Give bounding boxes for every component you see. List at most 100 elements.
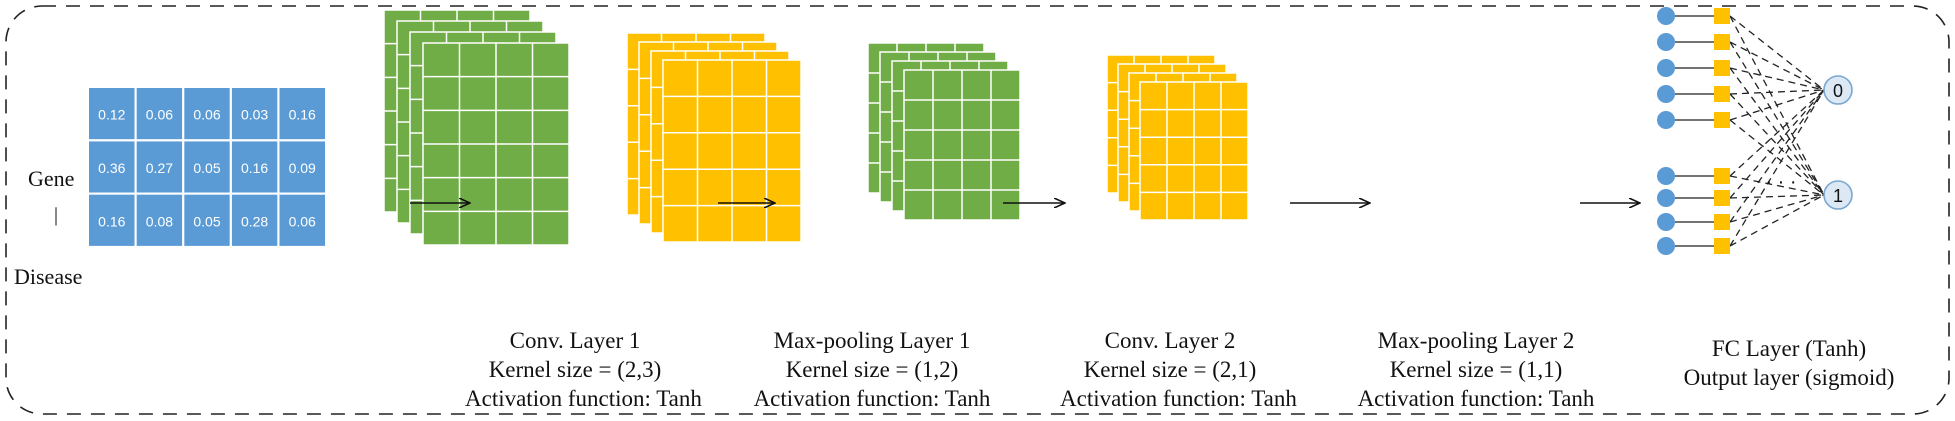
fc-connection — [1729, 89, 1825, 247]
fc-input-node — [1657, 59, 1675, 77]
input-matrix: 0.12 0.06 0.06 0.03 0.16 0.36 0.27 0.05 0.16 0.09… — [87, 86, 327, 248]
input-cell-value: 0.06 — [146, 107, 173, 123]
input-cell-value: 0.27 — [146, 160, 173, 176]
fc-hidden-node — [1714, 34, 1730, 50]
output-node-1-label: 1 — [1833, 186, 1843, 206]
input-cell-value: 0.05 — [193, 160, 220, 176]
caption-conv-layer-2: Conv. Layer 2 Kernel size = (2,1) Activa… — [1060, 326, 1297, 413]
input-cell — [277, 192, 327, 248]
fc-unit — [1657, 237, 1730, 255]
fc-input-node — [1657, 85, 1675, 103]
conv-layer-2-stack — [867, 42, 1021, 221]
input-cell-value: 0.16 — [289, 107, 316, 123]
maxpool-layer-2-stack — [1106, 54, 1249, 221]
input-label-separator: | — [54, 204, 59, 226]
fc-hidden-node — [1714, 86, 1730, 102]
output-node-1: 1 — [1823, 180, 1853, 210]
caption-fc-layer: FC Layer (Tanh) Output layer (sigmoid) — [1674, 334, 1904, 392]
fc-connection-lines — [1729, 15, 1825, 247]
feature-map-sheet — [903, 69, 1021, 221]
feature-map-sheet — [422, 42, 570, 246]
fc-unit — [1657, 167, 1730, 185]
fc-unit — [1657, 33, 1730, 51]
fc-input-node — [1657, 111, 1675, 129]
fc-input-node — [1657, 189, 1675, 207]
caption-conv2-line2: Kernel size = (2,1) — [1083, 357, 1257, 382]
input-cell-value: 0.08 — [146, 213, 173, 229]
fc-ellipsis: · · · — [1765, 171, 1796, 193]
feature-map-sheet — [1139, 81, 1249, 221]
fc-hidden-node — [1714, 168, 1730, 184]
caption-conv2-line1: Conv. Layer 2 — [1104, 328, 1236, 353]
input-label-gene: Gene — [28, 166, 75, 191]
fc-hidden-node — [1714, 60, 1730, 76]
fc-connection — [1729, 89, 1825, 177]
conv-layer-1-stack — [383, 9, 570, 246]
caption-pool1-line2: Kernel size = (1,2) — [785, 357, 959, 382]
fc-input-node — [1657, 7, 1675, 25]
fc-unit — [1657, 189, 1730, 207]
fc-connection — [1729, 93, 1825, 196]
fc-hidden-node — [1714, 214, 1730, 230]
fc-connection — [1729, 89, 1825, 95]
input-cell-value: 0.36 — [98, 160, 125, 176]
dashed-frame — [5, 5, 1950, 415]
fc-unit — [1657, 59, 1730, 77]
caption-pool1-line1: Max-pooling Layer 1 — [773, 328, 971, 353]
fc-hidden-node — [1714, 238, 1730, 254]
fc-input-node — [1657, 33, 1675, 51]
fc-unit — [1657, 85, 1730, 103]
fc-input-node — [1657, 237, 1675, 255]
fc-hidden-node — [1714, 112, 1730, 128]
input-cell-value: 0.16 — [241, 160, 268, 176]
caption-maxpool-layer-1: Max-pooling Layer 1 Kernel size = (1,2) … — [752, 326, 992, 413]
caption-conv-layer-1: Conv. Layer 1 Kernel size = (2,3) Activa… — [465, 326, 702, 413]
input-cell-value: 0.06 — [193, 107, 220, 123]
caption-conv1-line3: Activation function: Tanh — [465, 386, 702, 411]
output-node-0: 0 — [1823, 75, 1853, 105]
fc-unit — [1657, 213, 1730, 231]
caption-pool2-line2: Kernel size = (1,1) — [1389, 357, 1563, 382]
input-cell-value: 0.16 — [98, 213, 125, 229]
caption-pool2-line1: Max-pooling Layer 2 — [1377, 328, 1575, 353]
fc-network: · · · 0 1 — [1657, 7, 1853, 255]
fc-connection — [1729, 67, 1825, 91]
caption-conv1-line1: Conv. Layer 1 — [509, 328, 641, 353]
caption-maxpool-layer-2: Max-pooling Layer 2 Kernel size = (1,1) … — [1356, 326, 1596, 413]
fc-hidden-node — [1714, 190, 1730, 206]
fc-nodes — [1657, 7, 1730, 255]
caption-conv2-line3: Activation function: Tanh — [1060, 386, 1297, 411]
input-cell-value: 0.28 — [241, 213, 268, 229]
caption-pool2-line3: Activation function: Tanh — [1357, 386, 1595, 411]
fc-input-node — [1657, 213, 1675, 231]
caption-conv1-line2: Kernel size = (2,3) — [488, 357, 662, 382]
input-cell-value: 0.06 — [289, 213, 316, 229]
fc-connection — [1729, 119, 1825, 196]
feature-map-sheet — [662, 59, 802, 243]
fc-connection — [1729, 41, 1825, 91]
output-node-0-label: 0 — [1833, 81, 1843, 101]
input-matrix-background — [88, 87, 326, 247]
caption-fc-line1: FC Layer (Tanh) — [1711, 336, 1867, 361]
fc-connection — [1729, 67, 1825, 196]
fc-connection — [1729, 41, 1825, 196]
fc-connection — [1729, 194, 1825, 247]
input-cell-value: 0.09 — [289, 160, 316, 176]
caption-pool1-line3: Activation function: Tanh — [753, 386, 991, 411]
input-cell-value: 0.12 — [98, 107, 125, 123]
fc-unit — [1657, 7, 1730, 25]
input-cell-value: 0.03 — [241, 107, 268, 123]
fc-connection — [1729, 194, 1825, 223]
fc-connection — [1729, 89, 1825, 223]
input-label-disease: Disease — [14, 264, 83, 289]
fc-unit — [1657, 111, 1730, 129]
fc-connection — [1729, 15, 1825, 91]
fc-connection — [1729, 89, 1825, 121]
fc-hidden-node — [1714, 8, 1730, 24]
fc-connection — [1729, 194, 1825, 199]
fc-input-node — [1657, 167, 1675, 185]
caption-fc-line2: Output layer (sigmoid) — [1683, 365, 1895, 390]
maxpool-layer-1-stack — [626, 32, 802, 243]
input-cell-value: 0.05 — [193, 213, 220, 229]
